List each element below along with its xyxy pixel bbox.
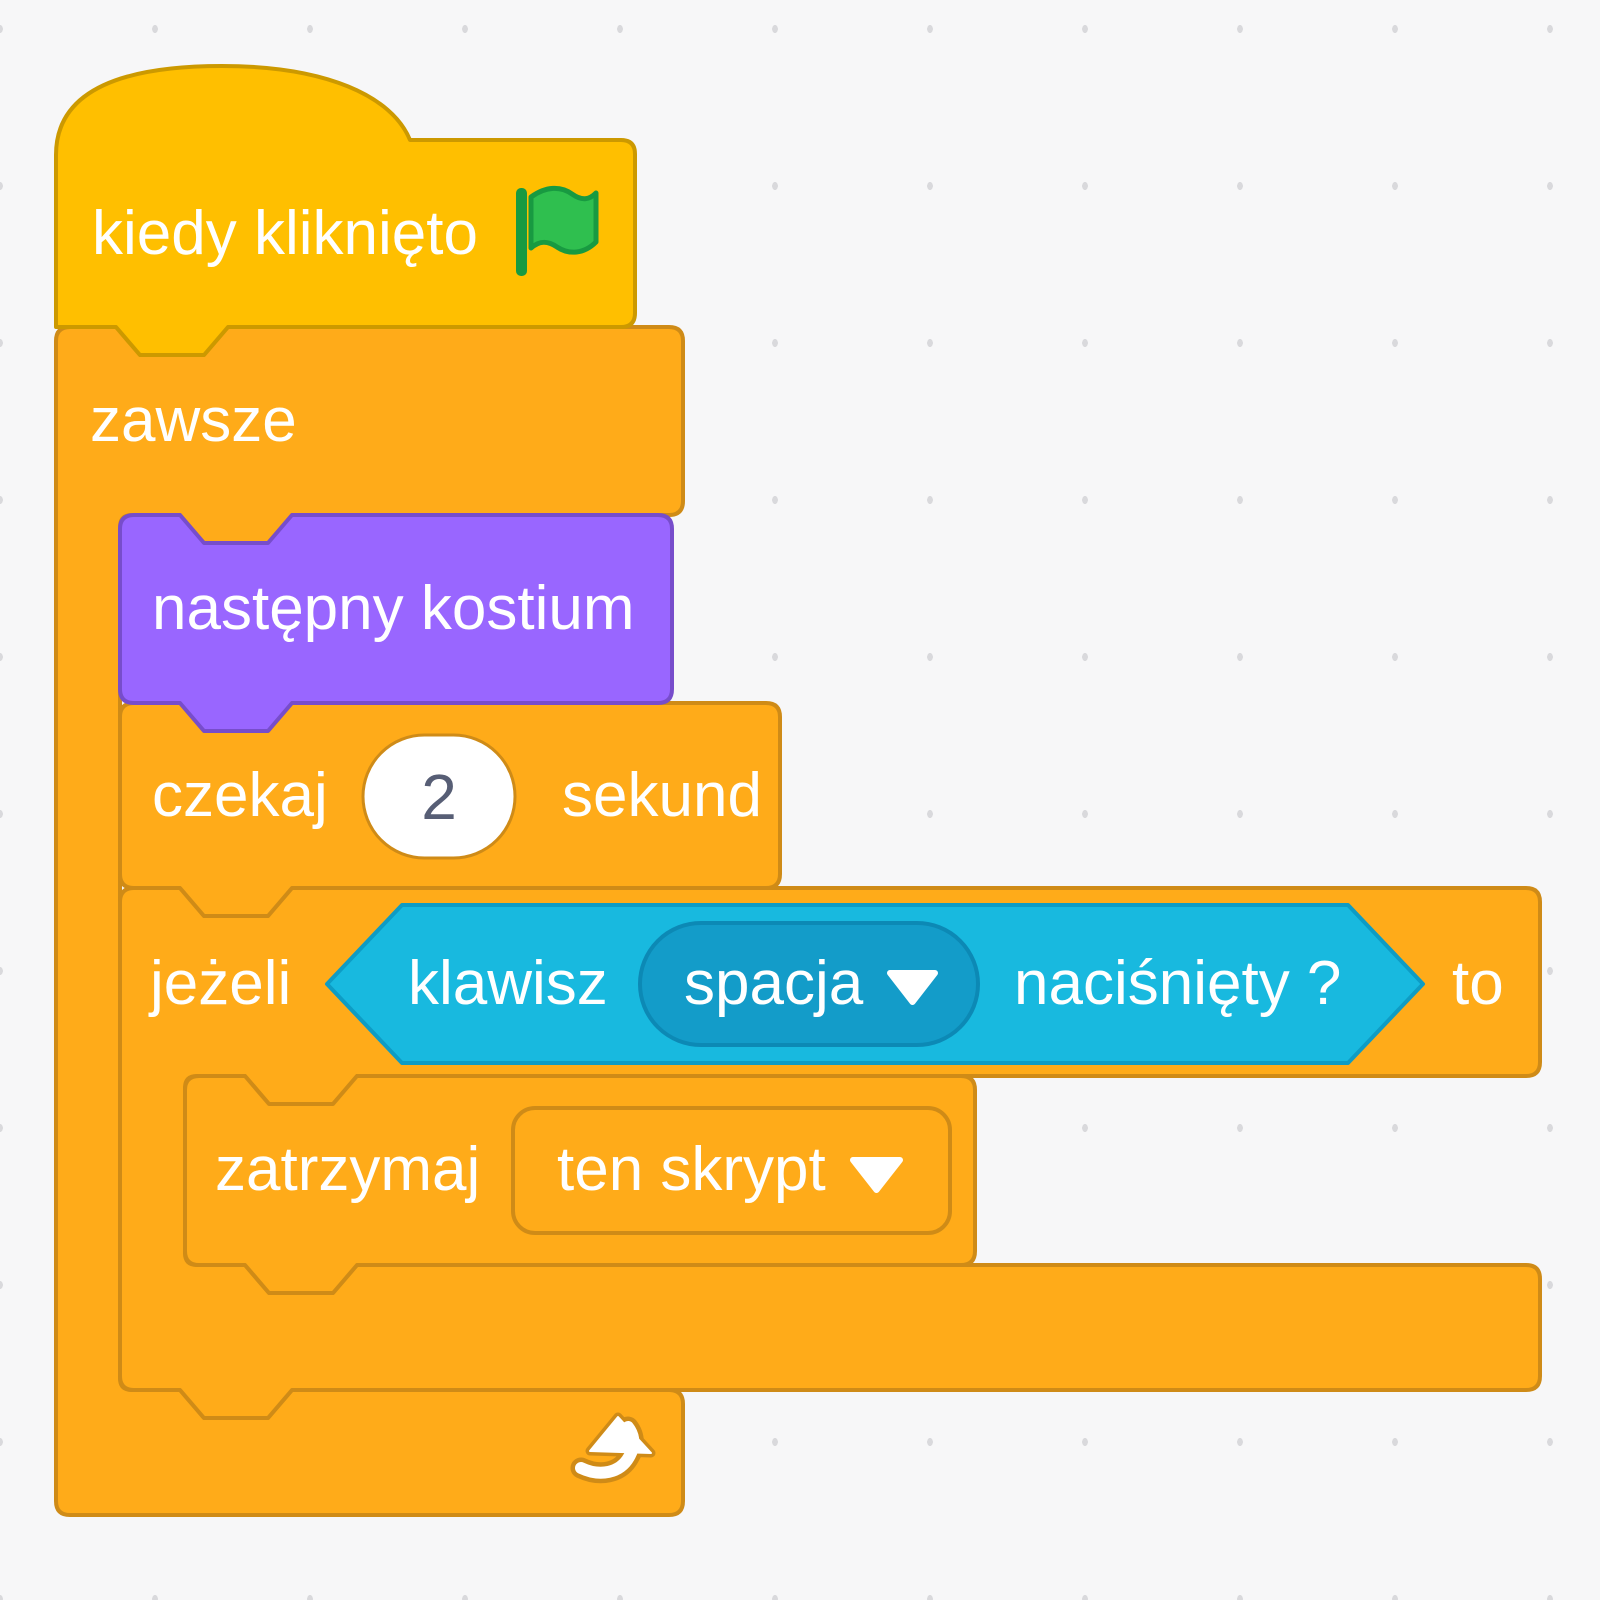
chevron-down-icon[interactable] [887,970,938,1005]
hat-block-label: kiedy kliknięto [92,199,478,268]
if-label-before: jeżeli [150,949,292,1018]
stop-label: zatrzymaj [215,1135,481,1204]
key-label-before: klawisz [408,949,608,1018]
next-costume-block[interactable] [118,513,674,733]
key-dropdown-value[interactable]: spacja [684,949,864,1018]
key-label-after: naciśnięty ? [1014,949,1342,1018]
when-flag-clicked-block[interactable] [54,64,637,357]
wait-duration-value[interactable]: 2 [421,761,457,833]
wait-label-after: sekund [562,761,762,830]
green-flag-icon [516,185,599,276]
next-costume-label: następny kostium [152,574,635,643]
chevron-down-icon[interactable] [850,1157,903,1193]
wait-label-before: czekaj [152,761,328,830]
loop-arrow-icon [570,1412,656,1484]
key-dropdown[interactable] [638,921,980,1047]
wait-duration-input[interactable] [361,733,517,860]
stop-dropdown-value[interactable]: ten skrypt [557,1135,826,1204]
forever-block-label: zawsze [90,386,297,455]
if-label-after: to [1452,949,1504,1018]
stop-dropdown[interactable] [511,1106,952,1235]
